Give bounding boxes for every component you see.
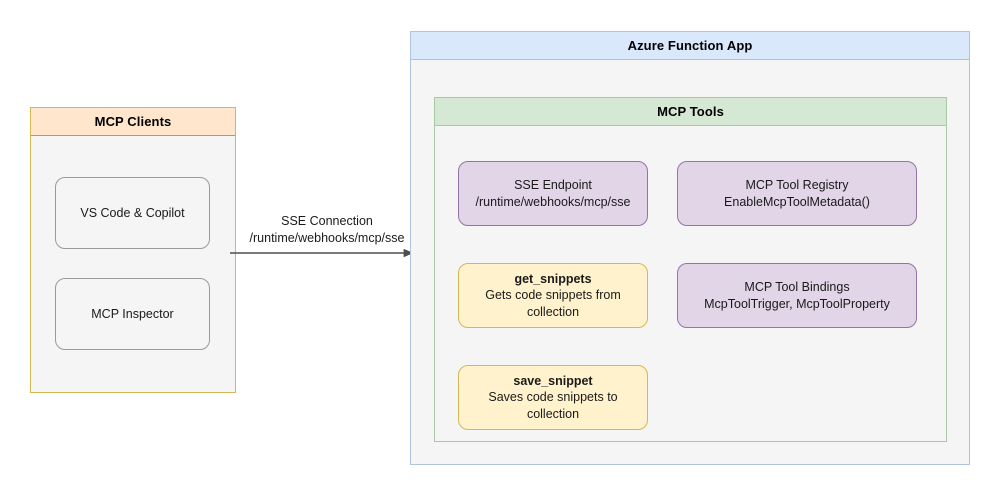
node-mcp-tool-registry-line1: MCP Tool Registry	[745, 178, 849, 192]
node-mcp-inspector-line1: MCP Inspector	[91, 306, 174, 321]
group-title-azure-function-app: Azure Function App	[411, 32, 969, 60]
group-title-mcp-clients: MCP Clients	[31, 108, 235, 136]
node-mcp-inspector[interactable]: MCP Inspector	[55, 278, 210, 350]
node-sse-endpoint-line1: SSE Endpoint	[514, 178, 592, 192]
node-mcp-tool-bindings-line1: MCP Tool Bindings	[744, 280, 850, 294]
connector-label-line2: /runtime/webhooks/mcp/sse	[249, 230, 405, 245]
node-get-snippets[interactable]: get_snippets Gets code snippets from col…	[458, 263, 648, 328]
node-vs-code-copilot-line1: VS Code & Copilot	[80, 205, 185, 220]
group-mcp-clients: MCP Clients	[30, 107, 236, 393]
group-title-mcp-tools: MCP Tools	[435, 98, 946, 126]
connector-label: SSE Connection /runtime/webhooks/mcp/sse	[232, 213, 422, 247]
node-mcp-tool-registry[interactable]: MCP Tool Registry EnableMcpToolMetadata(…	[677, 161, 917, 226]
node-save-snippet[interactable]: save_snippet Saves code snippets to coll…	[458, 365, 648, 430]
node-save-snippet-line2: Saves code snippets to	[488, 390, 618, 405]
node-vs-code-copilot[interactable]: VS Code & Copilot	[55, 177, 210, 249]
node-save-snippet-line1: save_snippet	[513, 373, 593, 388]
node-get-snippets-line2: Gets code snippets from	[485, 288, 621, 303]
node-mcp-tool-registry-line2: EnableMcpToolMetadata()	[724, 194, 870, 209]
connector-label-line1: SSE Connection	[281, 214, 373, 228]
node-sse-endpoint-line2: /runtime/webhooks/mcp/sse	[475, 194, 631, 209]
node-mcp-tool-bindings[interactable]: MCP Tool Bindings McpToolTrigger, McpToo…	[677, 263, 917, 328]
node-get-snippets-line3: collection	[526, 304, 580, 319]
node-get-snippets-line1: get_snippets	[514, 271, 592, 286]
node-sse-endpoint[interactable]: SSE Endpoint /runtime/webhooks/mcp/sse	[458, 161, 648, 226]
node-save-snippet-line3: collection	[526, 406, 580, 421]
node-mcp-tool-bindings-line2: McpToolTrigger, McpToolProperty	[704, 296, 890, 311]
